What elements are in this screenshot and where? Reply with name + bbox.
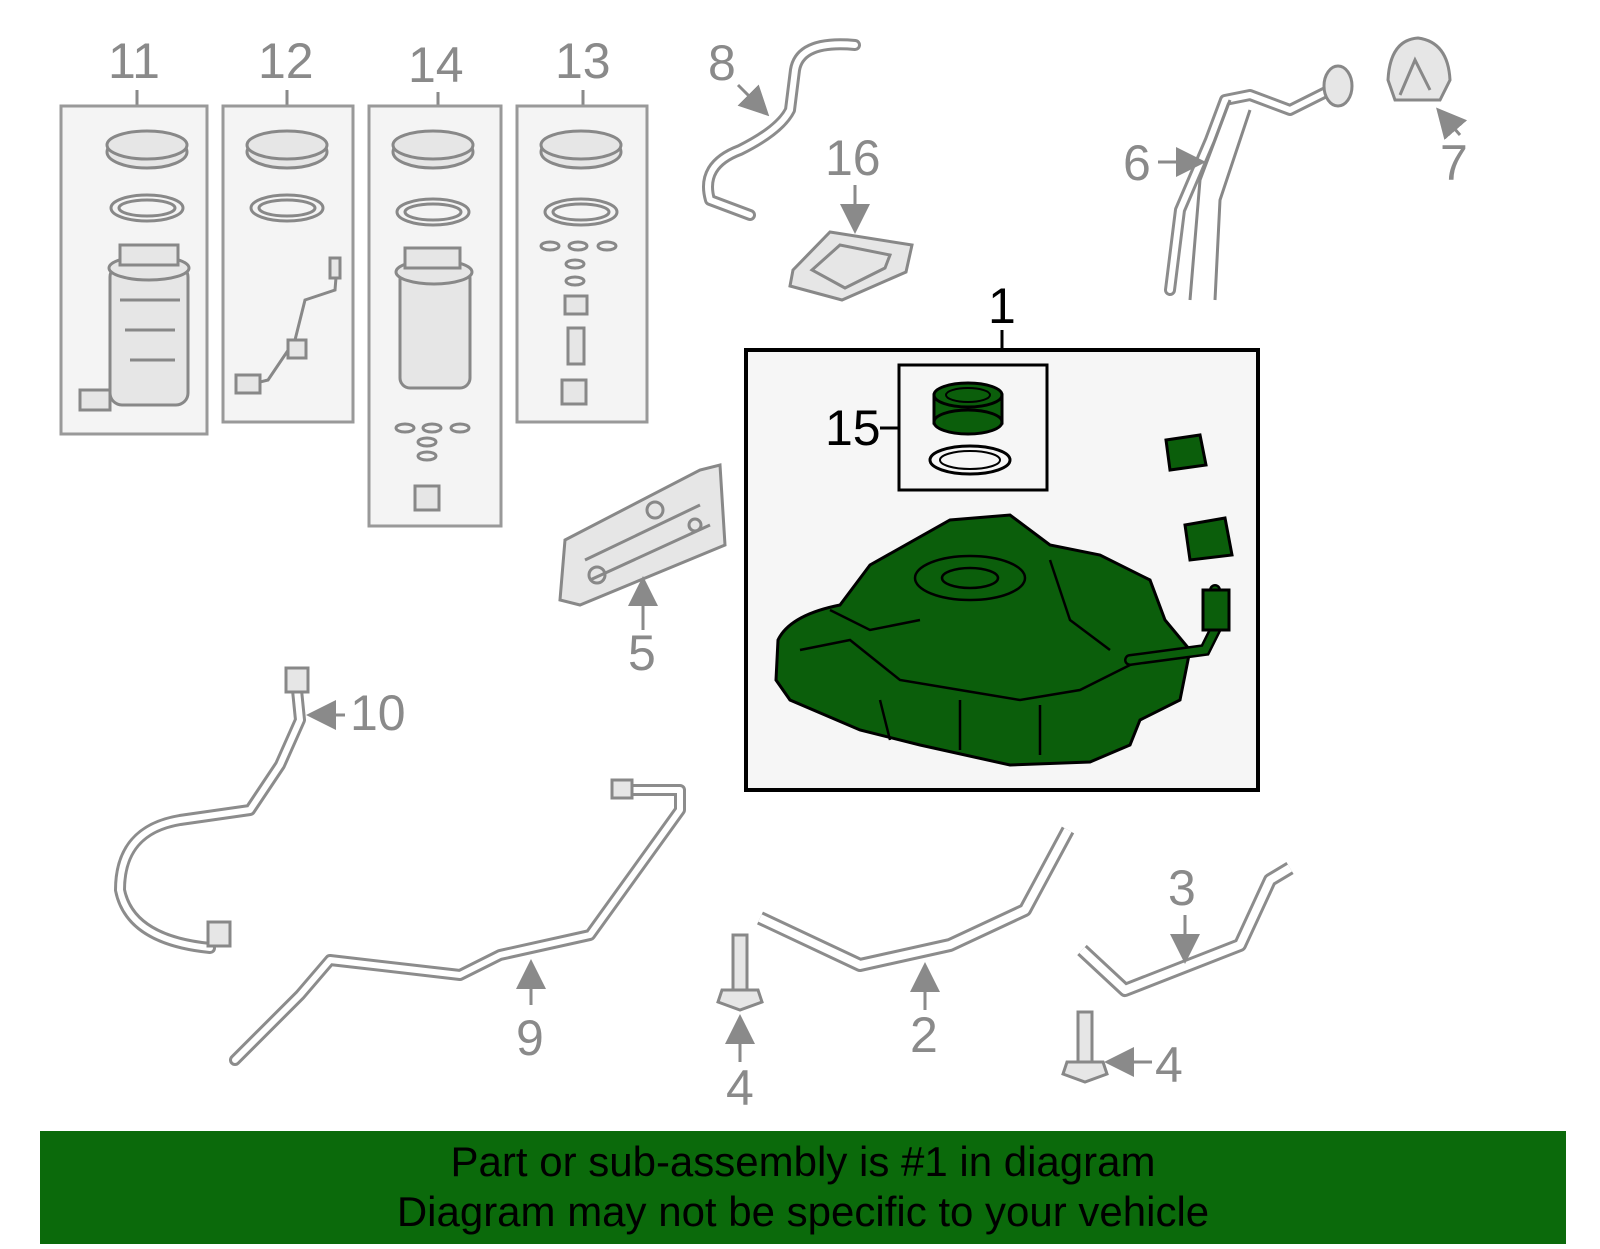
banner-line-1: Part or sub-assembly is #1 in diagram — [450, 1138, 1156, 1185]
callout-11: 11 — [108, 33, 160, 89]
banner-line-2: Diagram may not be specific to your vehi… — [396, 1188, 1210, 1235]
part-5-insulator[interactable]: 5 — [558, 463, 727, 681]
part-8-vent-hose[interactable]: 8 — [702, 35, 861, 221]
part-2-tank-strap[interactable]: 2 — [757, 826, 1075, 1063]
part-4-bolt-left[interactable]: 4 — [716, 933, 764, 1116]
part-1-fuel-tank-assembly[interactable]: 1 15 — [744, 278, 1260, 792]
callout-7: 7 — [1440, 135, 1468, 191]
kit-11-fuel-pump-assembly[interactable]: 11 — [59, 33, 209, 436]
part-10-wire-harness[interactable]: 10 — [114, 666, 406, 954]
callout-15: 15 — [825, 400, 881, 456]
gasket — [928, 444, 1012, 476]
callout-14: 14 — [408, 37, 464, 93]
fuel-tank — [774, 513, 1231, 767]
part-16-heat-shield[interactable]: 16 — [788, 130, 914, 302]
part-4-bolt-right[interactable]: 4 — [1061, 1010, 1183, 1093]
callout-13: 13 — [555, 33, 611, 89]
callout-6: 6 — [1123, 135, 1151, 191]
info-banner: Part or sub-assembly is #1 in diagram Di… — [40, 1131, 1566, 1244]
lock-ring — [932, 381, 1004, 436]
callout-2: 2 — [910, 1007, 938, 1063]
callout-3: 3 — [1168, 860, 1196, 916]
part-7-fuel-cap[interactable]: 7 — [1386, 36, 1468, 191]
kit-14-fuel-pump-module[interactable]: 14 — [367, 37, 503, 528]
callout-10: 10 — [350, 685, 406, 741]
clip-lower — [1183, 516, 1234, 562]
part-3-tank-strap[interactable]: 3 — [1077, 860, 1294, 997]
clip-upper — [1164, 433, 1208, 472]
callout-16: 16 — [825, 130, 881, 186]
callout-1: 1 — [988, 278, 1016, 334]
callout-12: 12 — [258, 33, 314, 89]
callout-4-left: 4 — [726, 1060, 754, 1116]
callout-4-right: 4 — [1155, 1037, 1183, 1093]
callout-9: 9 — [516, 1010, 544, 1066]
kit-13-sender-kit[interactable]: 13 — [515, 33, 649, 424]
part-6-filler-pipe[interactable]: 6 — [1123, 64, 1354, 301]
kit-12-wiring-harness[interactable]: 12 — [221, 33, 355, 424]
callout-5: 5 — [628, 625, 656, 681]
callout-8: 8 — [708, 35, 736, 91]
part-9-fuel-line[interactable]: 9 — [229, 778, 686, 1066]
